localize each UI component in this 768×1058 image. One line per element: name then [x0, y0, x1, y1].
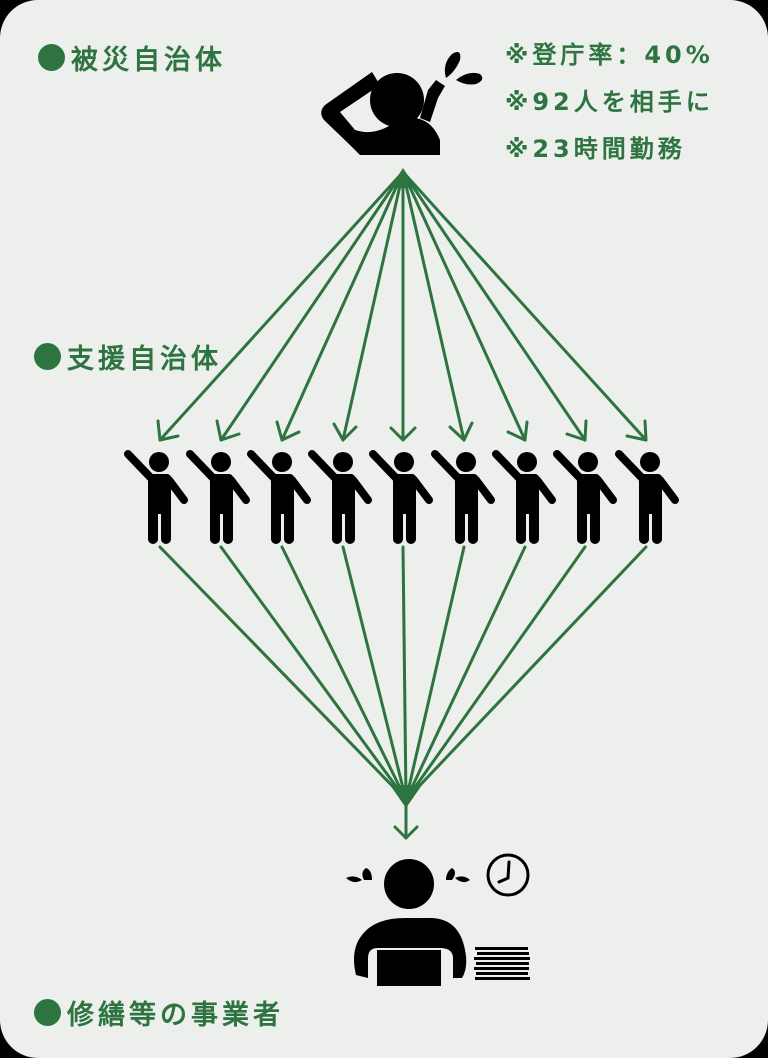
- person-raising-hand-icon: [496, 452, 552, 544]
- person-raising-hand-icon: [619, 452, 675, 544]
- note-people-handled: ※92人を相手に: [505, 88, 714, 116]
- support-staff-row: [128, 452, 675, 544]
- person-raising-hand-icon: [251, 452, 307, 544]
- label-support-municipality: 支援自治体: [34, 337, 222, 376]
- person-raising-hand-icon: [557, 452, 613, 544]
- person-raising-hand-icon: [128, 452, 184, 544]
- converge-lines: [158, 545, 648, 840]
- person-raising-hand-icon: [312, 452, 368, 544]
- stressed-person-at-laptop-icon: [346, 859, 470, 986]
- fan-out-arrows: [156, 170, 648, 442]
- bullet-dot-icon: [38, 44, 65, 71]
- label-text: 支援自治体: [67, 344, 222, 375]
- note-working-hours: ※23時間勤務: [505, 135, 686, 163]
- person-raising-hand-icon: [373, 452, 429, 544]
- bullet-dot-icon: [34, 999, 61, 1026]
- notes-list: ※登庁率：40% ※92人を相手に ※23時間勤務: [505, 32, 714, 173]
- label-affected-municipality: 被災自治体: [38, 38, 226, 77]
- label-contractors: 修繕等の事業者: [34, 993, 284, 1032]
- person-raising-hand-icon: [435, 452, 491, 544]
- person-raising-hand-icon: [190, 452, 246, 544]
- stressed-person-on-phone-icon: [321, 52, 483, 155]
- document-stack-icon: [474, 947, 530, 980]
- note-attendance-rate: ※登庁率：40%: [505, 41, 714, 69]
- clock-icon: [486, 853, 530, 897]
- label-text: 修繕等の事業者: [67, 1000, 284, 1031]
- label-text: 被災自治体: [71, 45, 226, 76]
- bullet-dot-icon: [34, 343, 61, 370]
